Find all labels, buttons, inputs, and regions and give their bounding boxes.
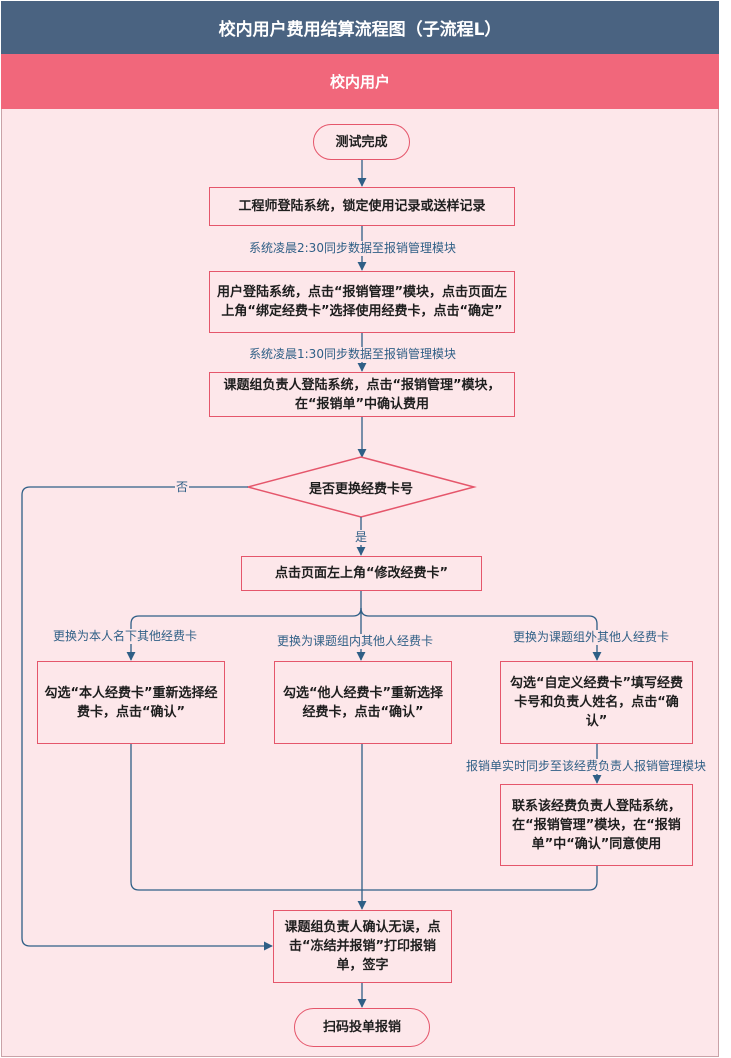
leader-login-step: 课题组负责人登陆系统，点击“报销管理”模块，在“报销单”中确认费用 — [209, 372, 515, 417]
edge-modify-split — [126, 591, 362, 661]
sync-2-30-label: 系统凌晨2:30同步数据至报销管理模块 — [248, 241, 457, 256]
branch-own-label: 更换为本人名下其他经费卡 — [52, 629, 199, 644]
branch-group-label: 更换为课题组内其他人经费卡 — [276, 634, 435, 649]
contact-leader-step: 联系该经费负责人登陆系统，在“报销管理”模块，在“报销单”中“确认”同意使用 — [500, 784, 693, 866]
edge-modify-to-custom — [360, 607, 602, 661]
realtime-sync-label: 报销单实时同步至该经费负责人报销管理模块 — [465, 759, 708, 774]
edge-contact-to-merge — [361, 866, 598, 891]
swimlane-header: 校内用户 — [1, 54, 719, 109]
diagram-title: 校内用户费用结算流程图（子流程L） — [1, 1, 719, 54]
no-label: 否 — [175, 480, 190, 495]
modify-card-step: 点击页面左上角“修改经费卡” — [241, 556, 482, 591]
custom-card-step: 勾选“自定义经费卡”填写经费卡号和负责人姓名，点击“确认” — [500, 661, 693, 744]
edge-own-to-merge — [130, 744, 361, 891]
engineer-login-step: 工程师登陆系统，锁定使用记录或送样记录 — [209, 187, 515, 226]
confirm-print-step: 课题组负责人确认无误，点击“冻结并报销”打印报销单，签字 — [273, 910, 452, 983]
yes-label: 是 — [354, 530, 369, 545]
edge-no-branch — [21, 486, 273, 951]
start-node: 测试完成 — [313, 124, 410, 160]
others-card-step: 勾选“他人经费卡”重新选择经费卡，点击“确认” — [274, 661, 452, 744]
sync-1-30-label: 系统凌晨1:30同步数据至报销管理模块 — [248, 347, 457, 362]
end-node: 扫码投单报销 — [294, 1008, 430, 1047]
decision-label: 是否更换经费卡号 — [308, 481, 413, 497]
user-login-step: 用户登陆系统，点击“报销管理”模块，点击页面左上角“绑定经费卡”选择使用经费卡，… — [209, 271, 515, 333]
branch-outside-label: 更换为课题组外其他人经费卡 — [512, 630, 671, 645]
own-card-step: 勾选“本人经费卡”重新选择经费卡，点击“确认” — [37, 661, 225, 744]
